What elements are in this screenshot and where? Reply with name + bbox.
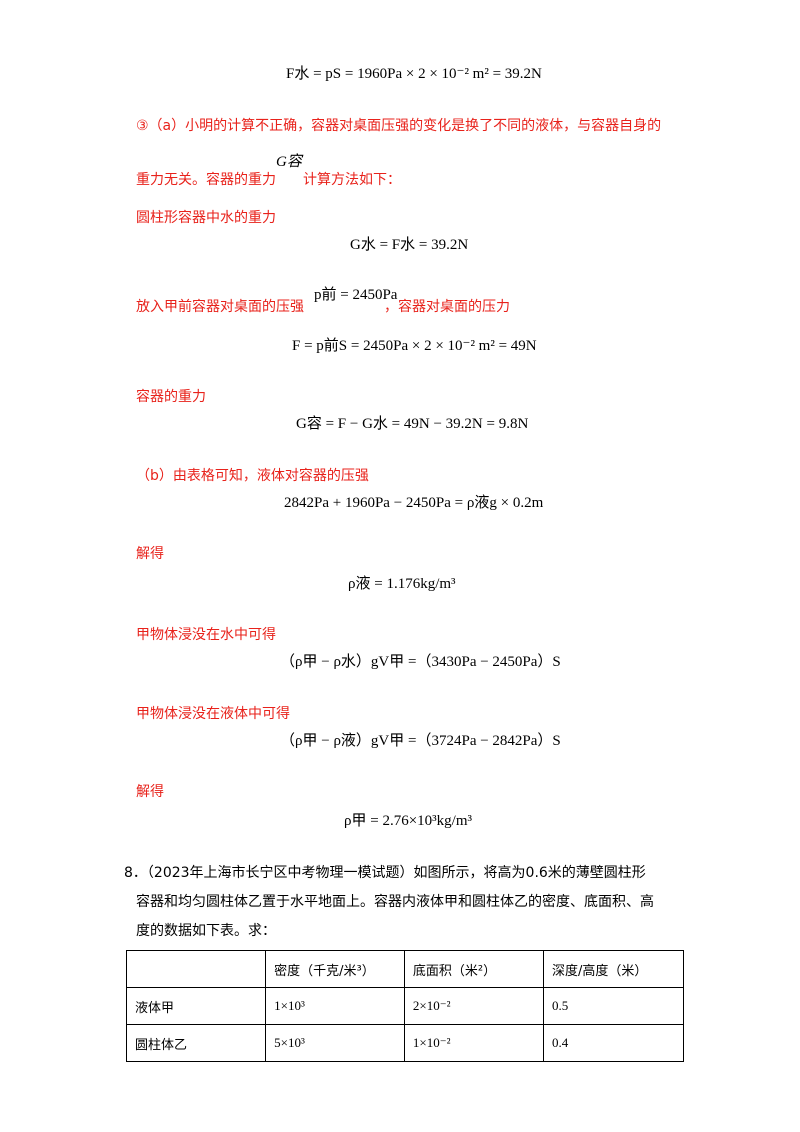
question8-line1: 8．（2023年上海市长宁区中考物理一模试题）如图所示，将高为0.6米的薄壁圆柱… — [124, 865, 646, 881]
table-header-cell — [125, 950, 267, 988]
question8-line3: 度的数据如下表。求： — [136, 923, 276, 939]
table-cell: 0.4 — [542, 1024, 685, 1062]
formula-water-weight: G水 = F水 = 39.2N — [350, 237, 469, 253]
text-cylinder-water-weight: 圆柱形容器中水的重力 — [136, 210, 276, 226]
text-solve-2: 解得 — [136, 784, 164, 800]
text-pressure-before-b: ，容器对桌面的压力 — [384, 299, 510, 315]
table-header-cell: 深度/高度（米） — [542, 950, 685, 988]
text-pressure-before-a: 放入甲前容器对桌面的压强 — [136, 299, 304, 315]
table-cell: 液体甲 — [125, 987, 267, 1025]
text-immersed-liquid: 甲物体浸没在液体中可得 — [136, 706, 290, 722]
formula-water-force: F水 = pS = 1960Pa × 2 × 10⁻² m² = 39.2N — [286, 66, 542, 82]
formula-container-weight: G容 = F − G水 = 49N − 39.2N = 9.8N — [296, 416, 529, 432]
formula-object-density: ρ甲 = 2.76×10³kg/m³ — [344, 813, 472, 829]
formula-pressure-before: p前 = 2450Pa — [314, 287, 398, 303]
symbol-g-container: G容 — [276, 154, 302, 170]
data-table: 密度（千克/米³） 底面积（米²） 深度/高度（米） 液体甲 1×10³ 2×1… — [125, 950, 685, 1062]
answer-part-a-line2a: 重力无关。容器的重力 — [136, 172, 276, 188]
table-cell: 圆柱体乙 — [125, 1024, 267, 1062]
table-header-cell: 底面积（米²） — [403, 950, 544, 988]
formula-immersed-liquid: （ρ甲 − ρ液）gV甲 =（3724Pa − 2842Pa）S — [280, 733, 561, 749]
text-container-weight: 容器的重力 — [136, 389, 206, 405]
table-cell: 1×10⁻² — [403, 1024, 544, 1062]
formula-liquid-pressure: 2842Pa + 1960Pa − 2450Pa = ρ液g × 0.2m — [284, 495, 544, 511]
table-cell: 5×10³ — [265, 1024, 405, 1062]
table-header-row: 密度（千克/米³） 底面积（米²） 深度/高度（米） — [125, 950, 685, 988]
answer-part-a-line1: ③（a）小明的计算不正确，容器对桌面压强的变化是换了不同的液体，与容器自身的 — [136, 118, 662, 134]
answer-part-b: （b）由表格可知，液体对容器的压强 — [136, 468, 369, 484]
table-header-cell: 密度（千克/米³） — [265, 950, 405, 988]
table-row: 圆柱体乙 5×10³ 1×10⁻² 0.4 — [125, 1024, 685, 1062]
table-cell: 0.5 — [542, 987, 685, 1025]
table-cell: 1×10³ — [265, 987, 405, 1025]
formula-force: F = p前S = 2450Pa × 2 × 10⁻² m² = 49N — [292, 338, 537, 354]
question8-line2: 容器和均匀圆柱体乙置于水平地面上。容器内液体甲和圆柱体乙的密度、底面积、高 — [136, 894, 654, 910]
text-immersed-water: 甲物体浸没在水中可得 — [136, 627, 276, 643]
formula-immersed-water: （ρ甲 − ρ水）gV甲 =（3430Pa − 2450Pa）S — [280, 654, 561, 670]
answer-part-a-line2b: 计算方法如下： — [303, 172, 401, 188]
table-cell: 2×10⁻² — [403, 987, 544, 1025]
formula-liquid-density: ρ液 = 1.176kg/m³ — [348, 576, 456, 592]
table-row: 液体甲 1×10³ 2×10⁻² 0.5 — [125, 987, 685, 1025]
text-solve-1: 解得 — [136, 546, 164, 562]
